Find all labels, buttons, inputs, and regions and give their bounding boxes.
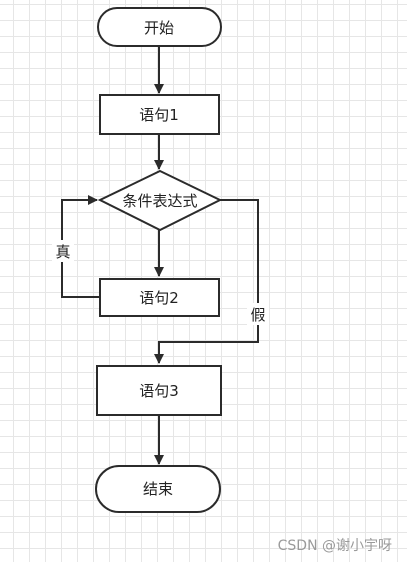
true-label: 真	[55, 243, 70, 261]
end-node: 结束	[95, 465, 221, 513]
stmt3-label: 语句3	[139, 382, 179, 400]
false-label: 假	[250, 306, 265, 324]
edge-condition-false-to-stmt3	[154, 199, 259, 364]
true-label-bg	[52, 240, 74, 262]
start-node: 开始	[97, 7, 222, 47]
stmt3-node: 语句3	[96, 365, 222, 416]
stmt1-label: 语句1	[139, 106, 179, 124]
start-label: 开始	[144, 19, 174, 37]
watermark: CSDN @谢小宇呀	[278, 538, 392, 554]
condition-node: 条件表达式	[97, 169, 223, 232]
condition-label: 条件表达式	[122, 192, 197, 210]
stmt2-node: 语句2	[99, 278, 220, 317]
stmt1-node: 语句1	[99, 94, 220, 135]
false-label-bg	[247, 303, 269, 325]
stmt2-label: 语句2	[139, 289, 179, 307]
end-label: 结束	[143, 480, 173, 498]
